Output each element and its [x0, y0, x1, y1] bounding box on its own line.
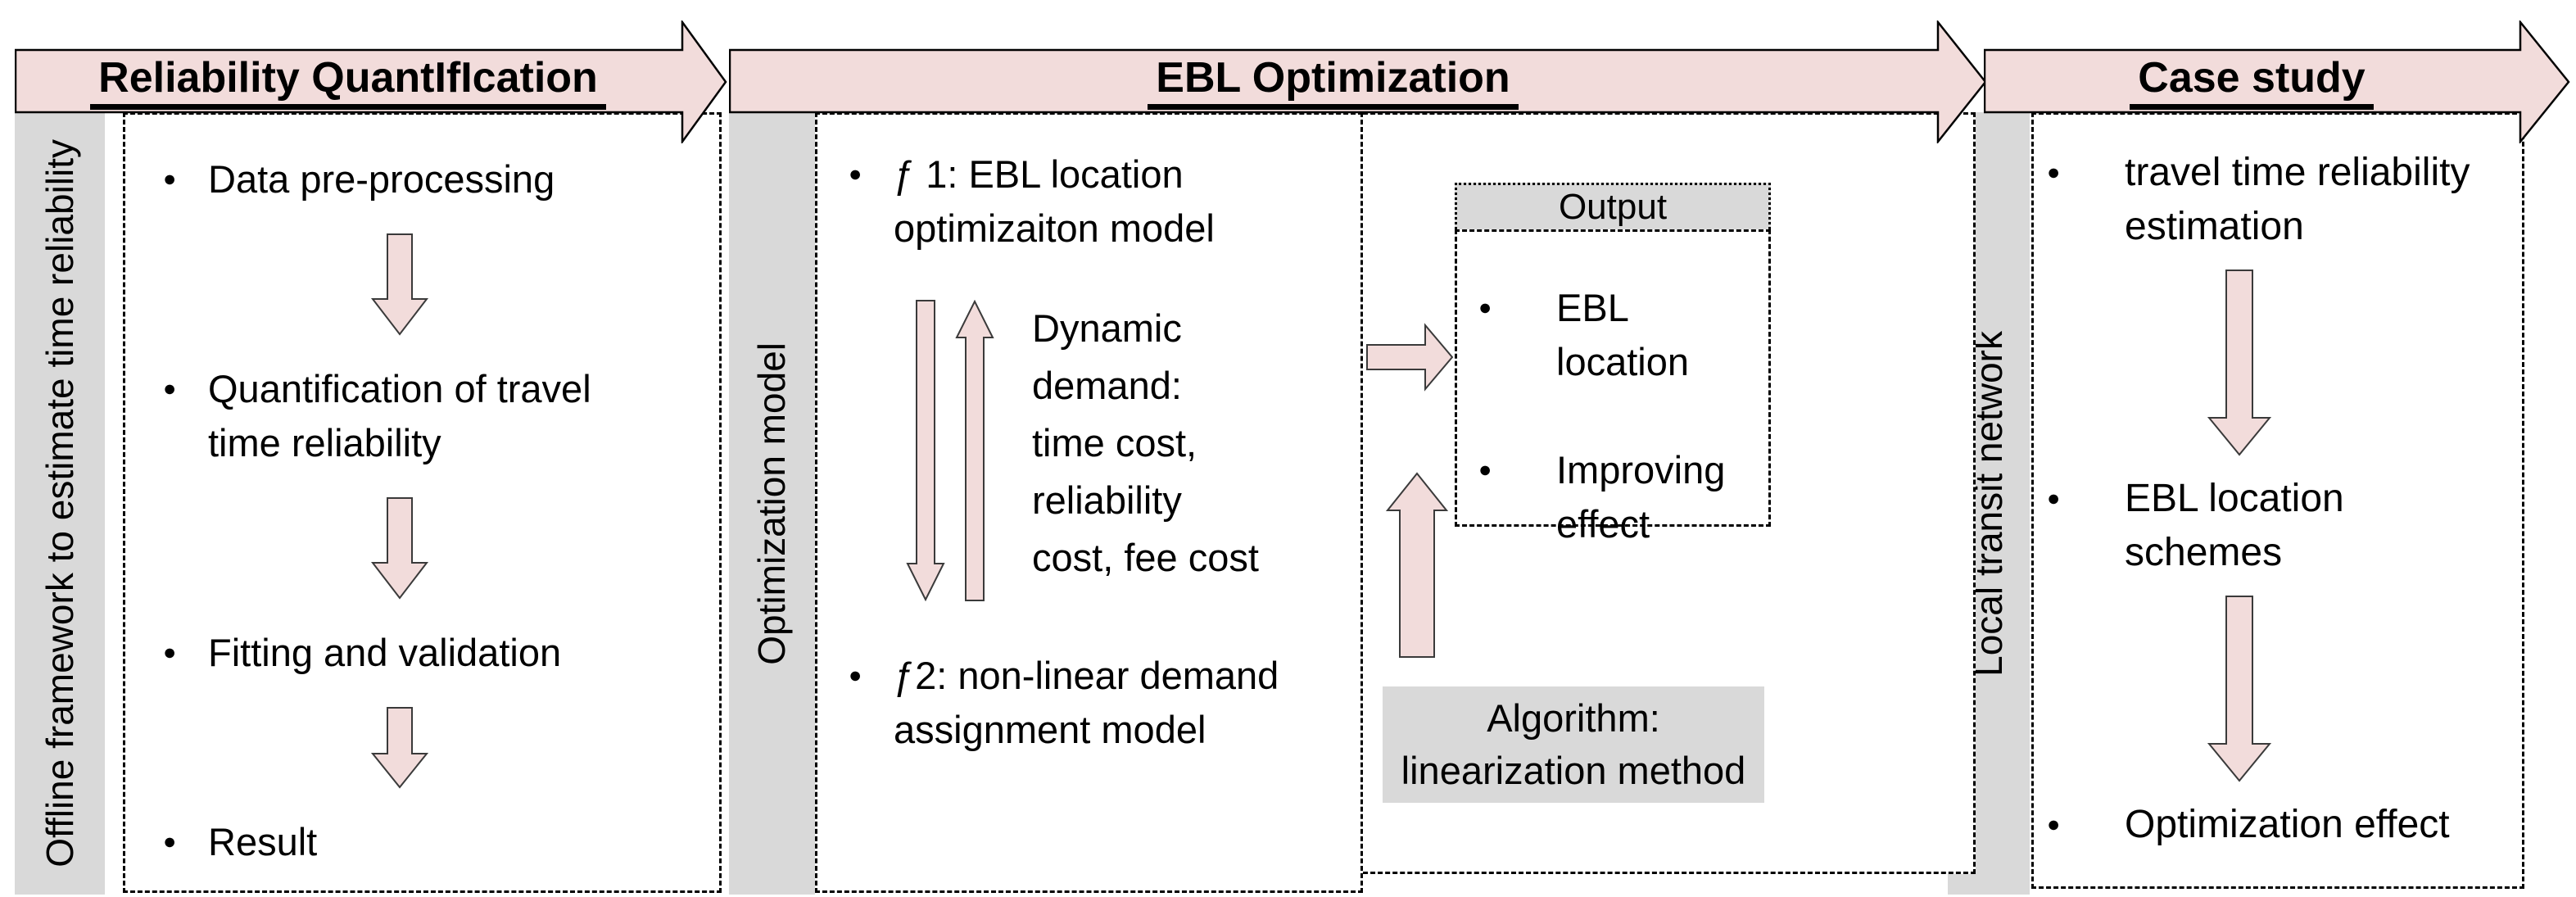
flow-arrow-right-icon	[1366, 323, 1454, 392]
step-ebl-location-schemes: EBL location schemes	[2125, 477, 2344, 574]
bullet-icon: ●	[1478, 295, 1492, 319]
list-item: ● Quantification of travel time reliabil…	[163, 362, 709, 470]
bullet-icon: ●	[163, 166, 177, 191]
list-item: ● EBL location schemes	[2047, 472, 2522, 580]
bidirectional-arrows	[906, 300, 994, 601]
flow-arrow-down-icon	[370, 233, 428, 336]
list-item: ● travel time reliability estimation	[2047, 146, 2522, 254]
panel-case-study: ● travel time reliability estimation ● E…	[2031, 112, 2524, 889]
banner-reliability-quantification: Reliability QuantIfIcation	[15, 50, 681, 112]
step-fitting-validation: Fitting and validation	[208, 631, 562, 674]
sidebar-label: Optimization model	[750, 342, 793, 665]
list-item: ● Fitting and validation	[163, 626, 709, 680]
sidebar-label: Offline framework to estimate time relia…	[38, 139, 81, 868]
banner-arrow-case-study-icon	[1984, 20, 2570, 143]
step-quantification: Quantification of travel time reliabilit…	[208, 367, 591, 464]
algorithm-label: Algorithm: linearization method	[1401, 696, 1746, 792]
panel-optimization-model: ● ƒ 1: EBL location optimizaiton model D…	[815, 112, 1363, 893]
bullet-icon: ●	[163, 829, 177, 854]
dynamic-demand-line: demand:	[1032, 364, 1182, 407]
list-item: ● EBL location	[1478, 281, 1763, 389]
flow-arrow-down-thin-icon	[2207, 270, 2271, 456]
output-improving-effect: Improving effect	[1556, 448, 1726, 546]
bullet-icon: ●	[2047, 812, 2061, 836]
banner-arrow-reliability-quantification-icon	[15, 20, 727, 143]
list-item: ● Improving effect	[1478, 443, 1763, 551]
flow-arrow-down-thin-icon	[2207, 596, 2271, 782]
model-interaction-row: Dynamic demand: time cost, reliability c…	[906, 300, 1352, 601]
flow-arrow-down-long-icon	[906, 300, 945, 601]
step-data-preprocessing: Data pre-processing	[208, 157, 555, 201]
algorithm-box: Algorithm: linearization method	[1383, 686, 1764, 803]
bullet-icon: ●	[849, 161, 862, 186]
dynamic-demand-line: cost, fee cost	[1032, 536, 1259, 579]
step-travel-time-reliability: travel time reliability estimation	[2125, 151, 2470, 248]
flow-arrow-down-icon	[370, 706, 428, 789]
flow-arrow-up-long-icon	[955, 300, 994, 601]
output-header-label: Output	[1558, 187, 1668, 227]
list-item: ● Data pre-processing	[163, 152, 709, 206]
sidebar-optimization-model: Optimization model	[729, 112, 815, 895]
sidebar-offline-framework: Offline framework to estimate time relia…	[15, 112, 105, 895]
flow-arrow-down-icon	[370, 496, 428, 600]
dynamic-demand-note: Dynamic demand: time cost, reliability c…	[1032, 300, 1259, 601]
banner-title-text: EBL Optimization	[1148, 53, 1519, 110]
list-item: ● ƒ2: non-linear demand assignment model	[849, 649, 1352, 757]
step-optimization-effect: Optimization effect	[2125, 803, 2450, 846]
step-result: Result	[208, 820, 318, 863]
bullet-icon: ●	[163, 640, 177, 664]
bullet-icon: ●	[2047, 486, 2061, 510]
bullet-icon: ●	[163, 376, 177, 401]
bullet-icon: ●	[1478, 457, 1492, 482]
output-header: Output	[1455, 183, 1771, 229]
bullet-icon: ●	[2047, 160, 2061, 184]
list-item: ● Optimization effect	[2047, 798, 2522, 852]
banner-case-study: Case study	[1984, 50, 2519, 112]
panel-output-algorithm: Output ● EBL location ● Improving effect…	[1363, 112, 1976, 874]
dynamic-demand-line: reliability	[1032, 478, 1182, 522]
banner-title-text: Reliability QuantIfIcation	[90, 53, 606, 110]
list-item: ● Result	[163, 815, 709, 869]
banner-title-text: Case study	[2130, 53, 2374, 110]
list-item: ● ƒ 1: EBL location optimizaiton model	[849, 147, 1352, 256]
f2-model-label: ƒ2: non-linear demand assignment model	[894, 654, 1279, 751]
bullet-icon: ●	[849, 663, 862, 687]
output-ebl-location: EBL location	[1556, 286, 1689, 383]
flow-arrow-up-icon	[1386, 472, 1448, 658]
panel-reliability-quantification: ● Data pre-processing ● Quantification o…	[123, 112, 722, 893]
banner-arrow-ebl-optimization-icon	[729, 20, 1987, 143]
dynamic-demand-line: Dynamic	[1032, 306, 1182, 350]
output-box: ● EBL location ● Improving effect	[1455, 229, 1771, 546]
banner-ebl-optimization: EBL Optimization	[729, 50, 1937, 112]
dynamic-demand-line: time cost,	[1032, 421, 1197, 464]
f1-model-label: ƒ 1: EBL location optimizaiton model	[894, 152, 1215, 250]
